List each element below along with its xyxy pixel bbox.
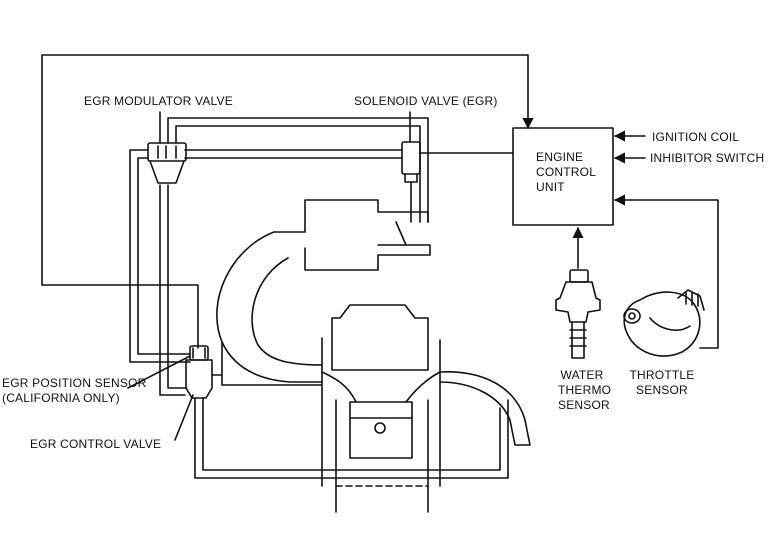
throttle-sensor-line-1: THROTTLE [629,368,695,382]
ignition-coil-label: IGNITION COIL [652,130,740,144]
throttle-sensor [623,289,705,357]
intake-runner [216,231,323,383]
throttle-sensor-label: THROTTLE SENSOR [622,368,702,398]
egr-position-sensor-line-1: EGR POSITION SENSOR [2,376,147,390]
ecu-label-line-3: UNIT [536,180,565,194]
intake-plenum [273,199,431,271]
water-thermo-line-1: WATER [560,368,604,382]
vacuum-line-down [159,184,186,396]
throttle-sensor-line-2: SENSOR [636,383,688,397]
egr-modulator-valve-label: EGR MODULATOR VALVE [84,94,233,108]
water-thermo-line-2: THERMO [558,383,612,397]
vacuum-line-top-outer [167,117,429,223]
leader-position-sensor [127,355,191,389]
water-thermo-line-3: SENSOR [558,398,610,412]
signal-wire-position-sensor [41,54,534,349]
exhaust-pipe [439,371,531,446]
egr-modulator-valve [147,142,187,162]
solenoid-valve-label: SOLENOID VALVE (EGR) [354,94,498,108]
exhaust-loop [194,397,509,479]
engine-control-unit-label: ENGINE CONTROL UNIT [536,150,596,195]
egr-control-valve-label: EGR CONTROL VALVE [30,437,162,451]
engine-head [331,304,429,371]
egr-position-sensor-label: EGR POSITION SENSOR (CALIFORNIA ONLY) [2,376,147,406]
vacuum-line-cross [184,149,403,159]
leader-control-valve [174,394,194,441]
throttle-sensor-wire [613,194,719,349]
vacuum-line-mid-inner [137,157,191,355]
egr-position-sensor-line-2: (CALIFORNIA ONLY) [2,391,120,405]
egr-control-valve [185,359,213,399]
ecu-label-line-2: CONTROL [536,165,597,179]
ecu-label-line-1: ENGINE [536,150,584,164]
water-thermo-sensor [555,269,601,359]
cylinder-piston [349,401,413,459]
vacuum-line-top-inner [175,125,421,223]
engine-control-unit [512,127,614,226]
solenoid-valve [401,141,421,175]
water-thermo-sensor-label: WATER THERMO SENSOR [558,368,612,413]
inhibitor-switch-label: INHIBITOR SWITCH [650,151,765,165]
